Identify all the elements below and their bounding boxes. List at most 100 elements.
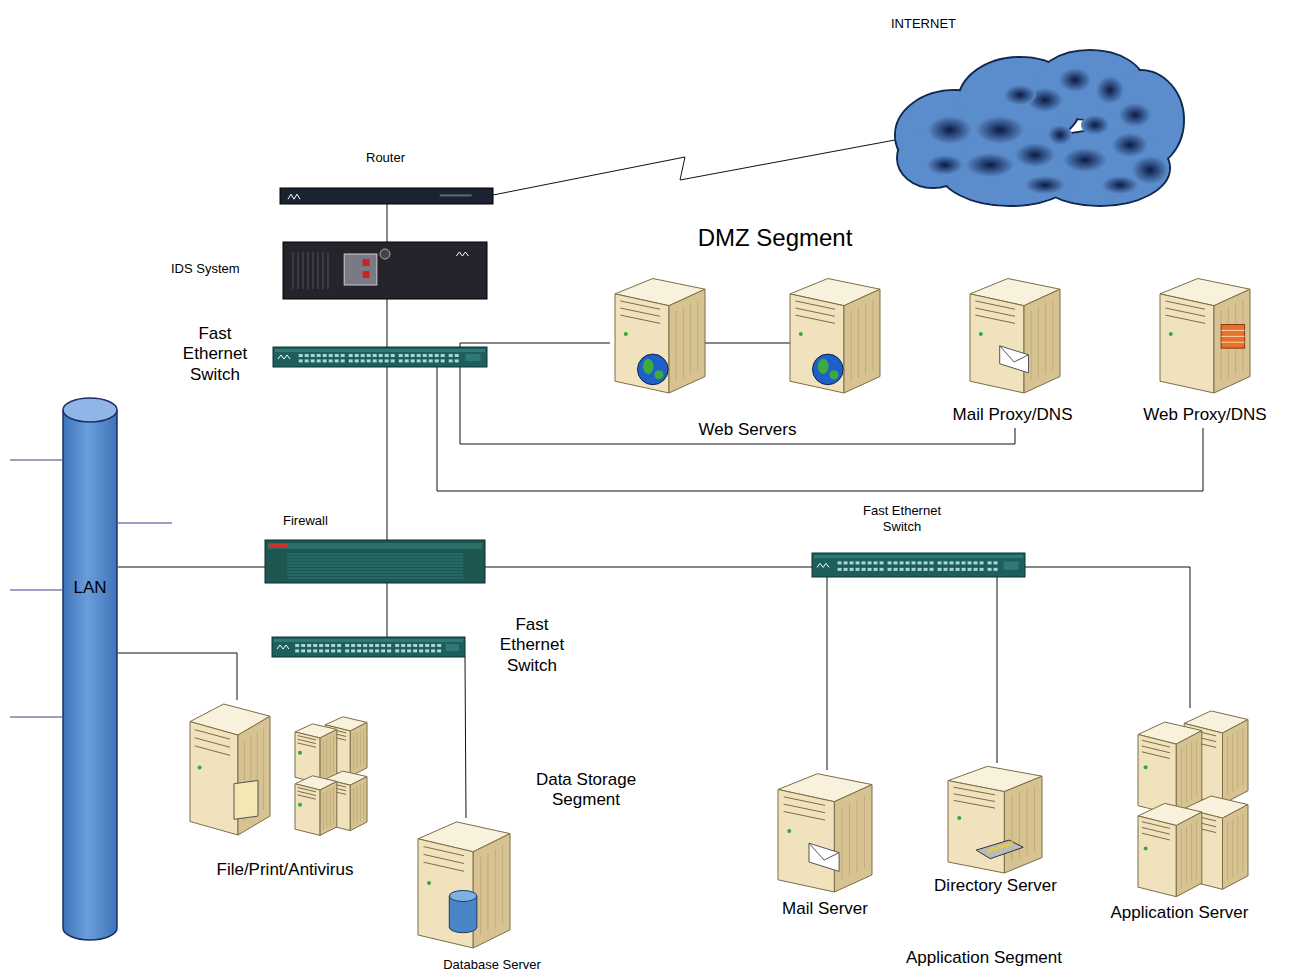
- icon-shape: [427, 881, 431, 885]
- icon-shape: [274, 639, 463, 642]
- icon-shape: [669, 289, 705, 393]
- icon-shape: [1242, 813, 1243, 871]
- icon-shape: [838, 561, 842, 564]
- icon-shape: [1045, 303, 1046, 374]
- segment-label: DMZ Segment: [660, 224, 890, 253]
- icon-shape: [880, 568, 884, 571]
- icon-shape: [335, 359, 339, 362]
- icon-shape: [994, 561, 998, 564]
- icon-shape: [1227, 737, 1228, 795]
- node-label: IDS System: [171, 261, 276, 277]
- icon-shape: [423, 359, 427, 362]
- directory-server: Directory Server: [948, 763, 1042, 873]
- icon-shape: [190, 722, 238, 835]
- icon-shape: [930, 568, 934, 571]
- icon-shape: [1142, 822, 1170, 829]
- network-link: [387, 367, 388, 540]
- icon-shape: [994, 845, 1000, 850]
- network-link: [460, 343, 610, 347]
- icon-shape: [323, 740, 324, 777]
- icon-shape: [1142, 827, 1170, 834]
- icon-shape: [360, 784, 361, 821]
- icon-shape: [429, 359, 433, 362]
- icon-shape: [643, 359, 654, 374]
- icon-shape: [880, 561, 884, 564]
- icon-shape: [957, 816, 961, 820]
- icon-shape: [683, 307, 684, 378]
- icon-shape: [962, 568, 966, 571]
- file-server-group-icon: [190, 700, 370, 838]
- icon-shape: [407, 649, 411, 652]
- icon-shape: [272, 637, 465, 657]
- icon-shape: [380, 249, 390, 259]
- icon-shape: [268, 543, 482, 549]
- icon-shape: [974, 561, 978, 564]
- icon-shape: [425, 644, 429, 647]
- icon-shape: [411, 359, 415, 362]
- icon-shape: [976, 840, 1023, 859]
- icon-shape: [305, 359, 309, 362]
- icon-shape: [353, 788, 354, 825]
- icon-shape: [856, 799, 857, 872]
- icon-shape: [335, 354, 339, 357]
- icon-shape: [395, 649, 399, 652]
- icon-shape: [367, 359, 371, 362]
- icon-shape: [894, 561, 898, 564]
- icon-shape: [1006, 842, 1012, 847]
- icon-shape: [1176, 812, 1202, 897]
- icon-shape: [988, 847, 994, 852]
- icon-shape: [988, 568, 992, 571]
- icon-shape: [615, 294, 669, 393]
- icon-shape: [1232, 819, 1233, 877]
- icon-shape: [868, 561, 872, 564]
- node-label: Router: [366, 150, 436, 166]
- icon-shape: [299, 354, 303, 357]
- icon-shape: [431, 644, 435, 647]
- icon-shape: [849, 803, 850, 876]
- icon-shape: [417, 354, 421, 357]
- icon-shape: [280, 188, 493, 204]
- icon-shape: [784, 811, 825, 820]
- icon-shape: [429, 354, 433, 357]
- icon-shape: [195, 738, 230, 747]
- icon-shape: [357, 644, 361, 647]
- icon-shape: [1081, 115, 1109, 135]
- icon-shape: [799, 332, 803, 336]
- icon-shape: [888, 561, 892, 564]
- icon-shape: [844, 568, 848, 571]
- icon-shape: [345, 644, 349, 647]
- icon-shape: [954, 787, 995, 795]
- icon-shape: [313, 649, 317, 652]
- node-label: Directory Server: [923, 876, 1068, 896]
- icon-shape: [329, 354, 333, 357]
- icon-shape: [437, 649, 441, 652]
- icon-shape: [363, 271, 370, 278]
- icon-shape: [1112, 133, 1148, 157]
- icon-shape: [795, 301, 835, 309]
- icon-shape: [1011, 796, 1012, 862]
- icon-shape: [968, 568, 972, 571]
- network-link: [997, 577, 998, 763]
- application-server: Application Server: [1138, 708, 1248, 893]
- network-link: [118, 653, 237, 700]
- icon-shape: [864, 796, 865, 869]
- icon-shape: [287, 557, 463, 558]
- segment-label: Application Segment: [880, 948, 1088, 968]
- icon-shape: [979, 332, 983, 336]
- icon-shape: [401, 644, 405, 647]
- network-link: [387, 299, 388, 347]
- icon-shape: [317, 359, 321, 362]
- icon-shape: [938, 568, 942, 571]
- icon-shape: [480, 857, 481, 935]
- application-server-icon: [1138, 708, 1248, 893]
- icon-shape: [449, 890, 477, 901]
- icon-shape: [1000, 346, 1029, 373]
- icon-shape: [330, 789, 331, 826]
- icon-shape: [424, 862, 464, 871]
- icon-shape: [795, 315, 835, 323]
- icon-shape: [834, 785, 872, 892]
- icon-shape: [355, 354, 359, 357]
- icon-shape: [966, 153, 1014, 177]
- icon-shape: [265, 540, 485, 583]
